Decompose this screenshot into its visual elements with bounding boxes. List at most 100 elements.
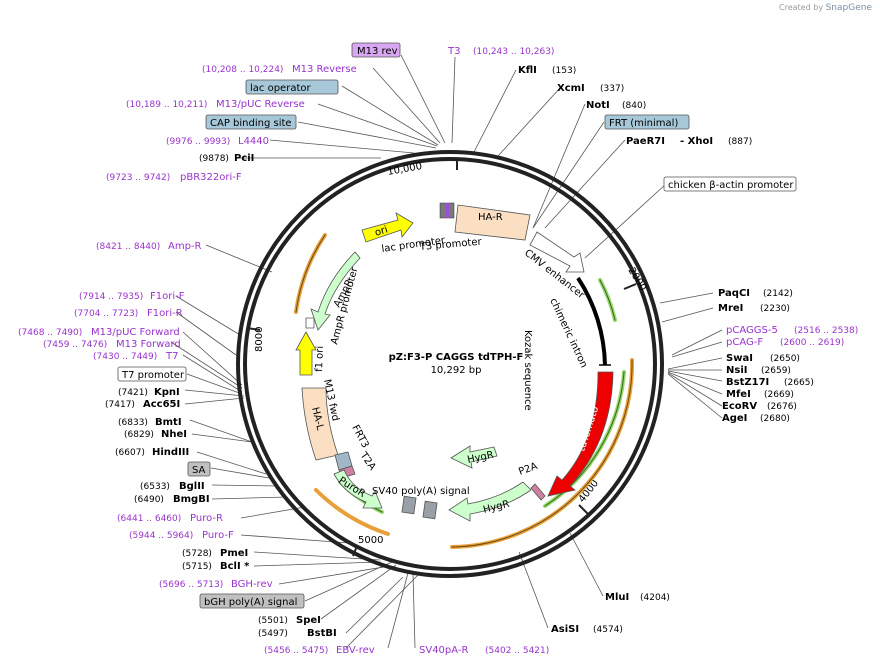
label-ecorv-pos: (2676) [767,402,797,412]
label-amp-r: Amp-R [168,241,202,252]
label-f1ori-f-pos: (7914 .. 7935) [79,292,143,302]
feature-sv40-box-1 [401,495,417,515]
label-chimeric-intron: chimeric intron [547,297,589,370]
label-t3-pos: (10,243 .. 10,263) [473,47,554,57]
left-labels: (10,208 .. 10,224) M13 Reverse lac opera… [18,64,375,656]
label-amp-r-pos: (8421 .. 8440) [96,242,160,252]
right-labels: PaqCI (2142) MreI (2230) pCAGGS-5 (2516 … [718,288,858,424]
label-bmgbi: BmgBI [173,494,210,505]
label-lac-operator: lac operator [250,83,311,94]
label-kfli: KflI [518,65,537,76]
label-f1ori-r: F1ori-R [147,308,183,319]
label-t2a: T2A [357,450,378,473]
label-pcag-f: pCAG-F [726,337,763,348]
label-swai: SwaI [726,353,753,364]
label-asisi-pos: (4574) [593,625,623,635]
label-bcli-pos: (5715) [182,562,212,572]
label-f1ori-f: F1ori-F [150,291,185,302]
feature-hygr [448,481,532,522]
label-frt-minimal: FRT (minimal) [609,118,678,129]
label-bglii-pos: (6533) [140,482,170,492]
label-f1ori-r-pos: (7704 .. 7723) [74,309,138,319]
label-bglii: BglII [179,481,205,492]
label-cba-promoter: chicken β-actin promoter [668,180,794,191]
label-puro-r-pos: (6441 .. 6460) [117,514,181,524]
label-f1-ori: f1 ori [314,346,326,372]
label-bstbi-pos: (5497) [258,629,288,639]
label-bgh-polya: bGH poly(A) signal [204,597,297,608]
label-acc65i-pos: (7417) [105,400,135,410]
label-m13puc-reverse: M13/pUC Reverse [216,99,305,110]
label-pcag-f-pos: (2600 .. 2619) [780,338,844,348]
label-bmgbi-pos: (6490) [134,495,164,505]
label-bstz17i-pos: (2665) [784,378,814,388]
label-bmti-pos: (6833) [118,418,148,428]
label-xhoi-pos: (887) [728,137,752,147]
label-bmti: BmtI [155,417,182,428]
label-paer7i: PaeR7I [626,136,665,147]
label-hindiii-pos: (6607) [115,448,145,458]
top-labels: M13 rev T3 (10,243 .. 10,263) KflI (153)… [351,42,797,192]
label-t7: T7 [165,351,178,362]
label-puro-f-pos: (5944 .. 5964) [129,531,193,541]
label-xcmi: XcmI [557,83,585,94]
label-hygr-small: HygR [466,450,494,466]
bottom-labels: MluI (4204) AsiSI (4574) SV40pA-R (5402 … [419,592,670,656]
backbone [236,150,664,578]
label-m13-rev: M13 rev [357,46,398,57]
label-p2a: P2A [517,461,539,478]
label-hindiii: HindIII [152,447,189,458]
label-puror: PuroR [336,475,367,500]
label-t3: T3 [447,46,460,57]
label-agei-pos: (2680) [760,414,790,424]
label-ha-r: HA-R [478,212,503,223]
feature-f1-ori [295,331,317,376]
label-pcaggs5: pCAGGS-5 [726,325,778,336]
credit-brand: SnapGene [825,3,872,13]
snapgene-credit: Created by SnapGene [779,3,872,13]
label-nsii: NsiI [726,365,747,376]
label-pcii-pos: (9878) [199,154,229,164]
label-m13-reverse: M13 Reverse [292,64,357,75]
label-mrei: MreI [718,303,743,314]
label-t7-promoter: T7 promoter [121,370,185,381]
label-m13-reverse-pos: (10,208 .. 10,224) [202,65,283,75]
feature-ampr [310,251,361,331]
label-xcmi-pos: (337) [600,84,624,94]
label-xhoi: - XhoI [680,136,713,147]
label-mfei-pos: (2669) [764,390,794,400]
label-ecorv: EcoRV [722,401,757,412]
label-noti-pos: (840) [622,101,646,111]
label-asisi: AsiSI [551,624,579,635]
label-nhei: NheI [161,429,187,440]
label-spei: SpeI [296,615,321,626]
label-pcaggs5-pos: (2516 .. 2538) [794,326,858,336]
label-frt3: FRT3 [349,423,370,450]
label-pmei: PmeI [220,548,248,559]
feature-hygr-small [450,445,498,469]
label-kpni-pos: (7421) [118,388,148,398]
leader-lines [170,54,723,649]
label-pmei-pos: (5728) [182,549,212,559]
label-m13puc-reverse-pos: (10,189 .. 10,211) [126,100,207,110]
label-noti: NotI [586,100,610,111]
label-paqci: PaqCI [718,288,750,299]
tick-label-5000: 5000 [358,535,383,546]
label-bgh-rev: BGH-rev [231,579,273,590]
tick-label-10000: 10,000 [387,161,423,178]
label-sa: SA [192,465,206,476]
label-bcli: BclI * [220,561,250,572]
feature-ampr-promoter [305,317,315,329]
feature-sv40-box-2 [422,500,438,520]
feature-arrows [295,202,614,522]
label-bgh-rev-pos: (5696 .. 5713) [159,580,223,590]
label-pcii: PciI [234,153,254,164]
label-kpni: KpnI [154,387,180,398]
label-ori: ori [374,224,390,238]
label-sv40: SV40 poly(A) signal [372,486,470,497]
feature-tdtomato [547,371,614,497]
label-l4440-pos: (9976 .. 9993) [166,137,230,147]
label-puro-r: Puro-R [190,513,223,524]
tick-label-8000: 8000 [254,327,265,352]
